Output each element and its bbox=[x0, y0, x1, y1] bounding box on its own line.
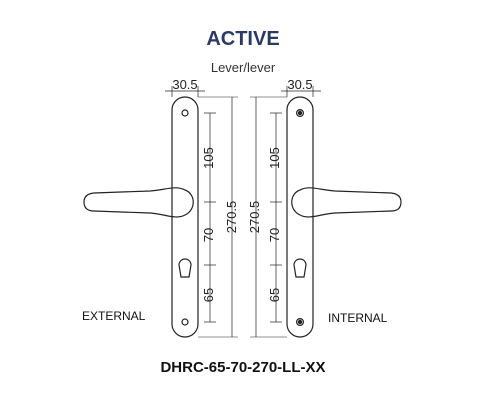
internal-cylinder-hole-icon bbox=[293, 258, 307, 278]
internal-dim-65: 65 bbox=[267, 288, 282, 302]
external-label: EXTERNAL bbox=[82, 309, 146, 323]
external-width-dimension: 30.5 bbox=[172, 77, 197, 92]
diagram-title: ACTIVE bbox=[206, 28, 280, 50]
product-code: DHRC-65-70-270-LL-XX bbox=[160, 359, 326, 376]
external-top-screw-icon bbox=[181, 109, 189, 117]
internal-dim-70: 70 bbox=[267, 228, 282, 242]
internal-width-dimension: 30.5 bbox=[287, 77, 312, 92]
internal-label: INTERNAL bbox=[328, 311, 388, 325]
internal-lever bbox=[291, 187, 402, 218]
external-dim-105: 105 bbox=[201, 147, 216, 169]
external-dim-overall: 270.5 bbox=[224, 201, 239, 234]
external-lever bbox=[83, 187, 194, 218]
internal-handle bbox=[250, 86, 402, 338]
external-cylinder-hole-icon bbox=[178, 258, 192, 278]
external-handle bbox=[83, 86, 238, 338]
external-dim-65: 65 bbox=[201, 288, 216, 302]
internal-dim-overall: 270.5 bbox=[247, 201, 262, 234]
external-bottom-screw-icon bbox=[181, 318, 189, 326]
diagram-subtitle: Lever/lever bbox=[210, 60, 276, 75]
external-dim-70: 70 bbox=[201, 228, 216, 242]
internal-dim-105: 105 bbox=[267, 147, 282, 169]
internal-bottom-screw-icon bbox=[296, 318, 305, 327]
internal-top-screw-icon bbox=[296, 108, 305, 117]
